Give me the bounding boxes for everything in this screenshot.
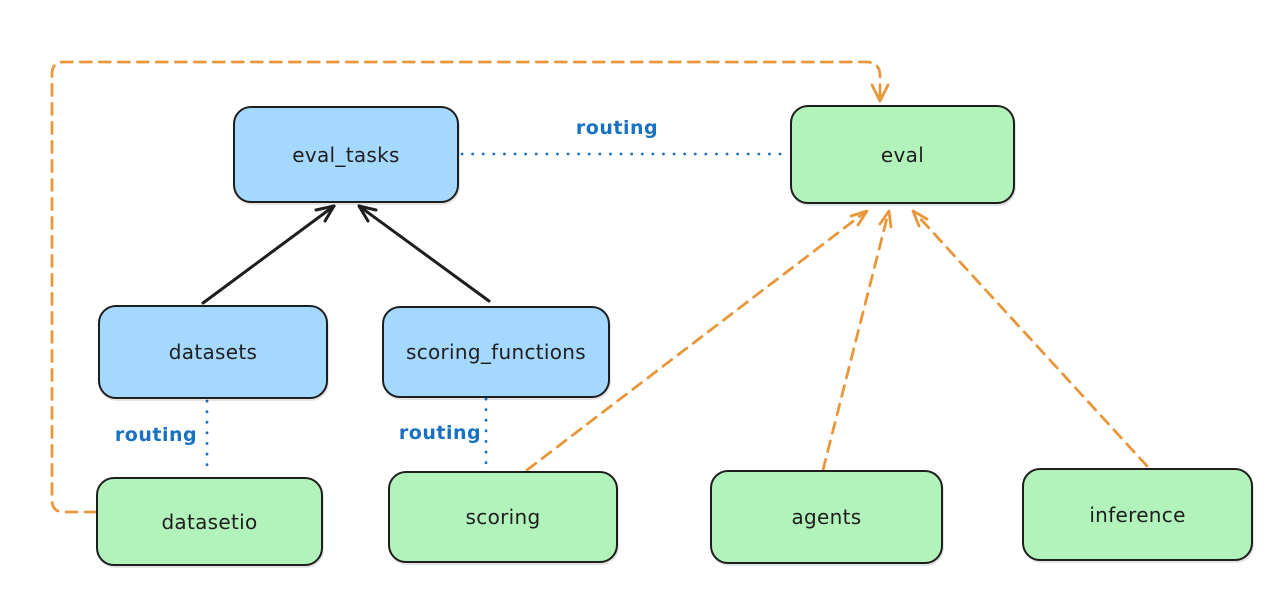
arrowhead-datasetio-eval: [870, 83, 890, 103]
arrowhead-scoring-eval: [849, 209, 869, 227]
node-scoring-functions: scoring_functions: [382, 306, 610, 398]
arrowhead-scoringfunctions-evaltasks: [357, 204, 378, 223]
node-datasetio-label: datasetio: [161, 509, 258, 534]
node-eval-tasks: eval_tasks: [233, 106, 459, 203]
routing-label-datasets-datasetio: routing: [114, 424, 198, 446]
edge-datasetio-eval-around: [50, 60, 882, 514]
edge-datasets-evaltasks: [201, 204, 336, 305]
node-datasets: datasets: [98, 305, 328, 399]
orange-dashed-arrows: [50, 60, 1149, 514]
node-eval: eval: [790, 105, 1015, 204]
node-scoring: scoring: [388, 471, 618, 563]
node-inference: inference: [1022, 468, 1253, 561]
node-scoring-functions-label: scoring_functions: [405, 340, 587, 364]
solid-black-arrows: [201, 204, 491, 305]
node-eval-label: eval: [880, 142, 925, 167]
routing-label-scoringfunctions-scoring: routing: [398, 422, 482, 444]
node-inference-label: inference: [1089, 502, 1186, 527]
edge-inference-eval: [915, 213, 1149, 468]
node-datasetio: datasetio: [96, 477, 323, 566]
edge-scoringfunctions-evaltasks: [357, 204, 491, 303]
node-datasets-label: datasets: [168, 340, 258, 364]
node-eval-tasks-label: eval_tasks: [292, 142, 400, 167]
node-scoring-label: scoring: [465, 505, 541, 529]
node-agents: agents: [710, 470, 943, 564]
routing-dotted-links: [205, 152, 789, 476]
edge-agents-eval: [821, 212, 890, 472]
routing-label-evaltasks-eval: routing: [575, 117, 659, 139]
arrowhead-datasets-evaltasks: [314, 204, 336, 223]
edge-scoring-eval: [525, 211, 866, 472]
arrowhead-inference-eval: [911, 209, 929, 228]
arrowhead-agents-eval: [878, 209, 893, 229]
node-agents-label: agents: [791, 505, 862, 529]
